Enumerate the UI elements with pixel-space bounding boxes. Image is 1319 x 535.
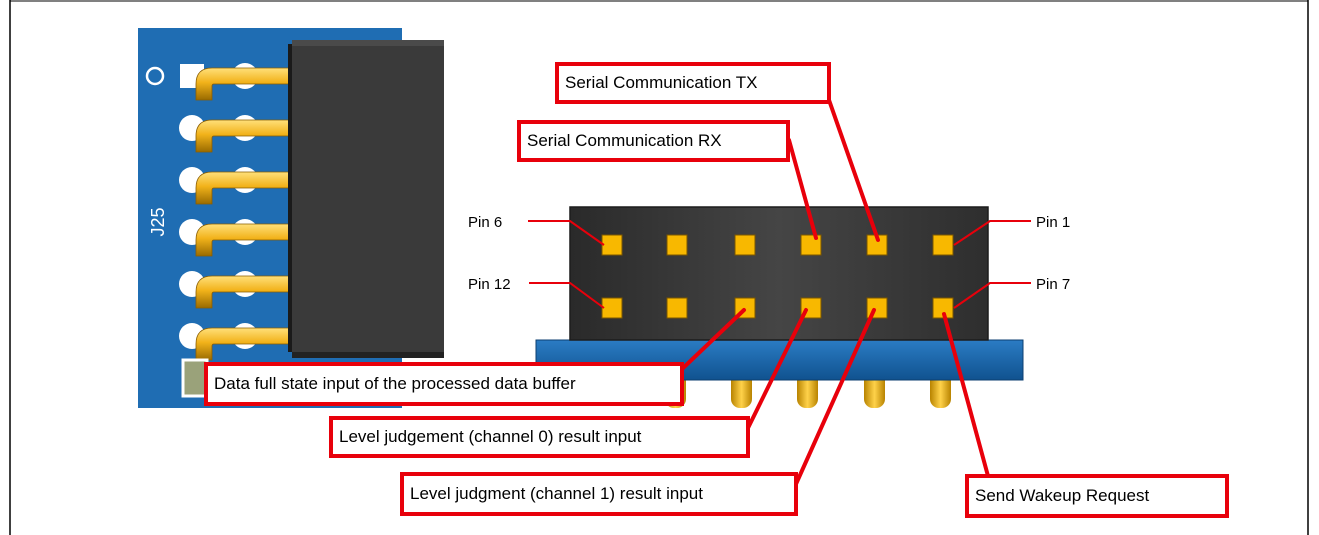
pin1-label: Pin 1: [1036, 214, 1070, 231]
tx-leader-line: [827, 98, 880, 242]
callout-level-judgment-ch1: Level judgment (channel 1) result input: [400, 472, 798, 516]
level0-leader-line: [746, 308, 808, 430]
wakeup-leader-line: [942, 312, 990, 478]
callout-serial-rx: Serial Communication RX: [517, 120, 790, 162]
pin7-label: Pin 7: [1036, 276, 1070, 293]
callout-send-wakeup-request: Send Wakeup Request: [965, 474, 1229, 518]
connector-body: [569, 206, 989, 341]
callout-leaders: [680, 98, 990, 486]
connector-pin-11: [666, 297, 688, 319]
level1-leader-line: [794, 308, 876, 486]
connector-pin-1: [932, 234, 954, 256]
pin6-leader-line: [528, 220, 605, 246]
rx-leader-line: [787, 138, 818, 240]
pcb-photo: J25: [138, 28, 444, 408]
pin12-label: Pin 12: [468, 276, 511, 293]
connector-pin-6: [601, 234, 623, 256]
callout-level-judgement-ch0: Level judgement (channel 0) result input: [329, 416, 750, 458]
connector-pin-5: [666, 234, 688, 256]
pin1-leader-line: [953, 220, 1031, 246]
data-full-leader-line: [680, 308, 746, 371]
right-angle-pins: [195, 67, 291, 361]
pin-leaders: [528, 220, 1031, 309]
callout-data-full-input: Data full state input of the processed d…: [204, 362, 684, 406]
pin1-marker-circle: [145, 66, 165, 86]
pin6-label: Pin 6: [468, 214, 502, 231]
connector-pin-4: [734, 234, 756, 256]
callout-serial-tx: Serial Communication TX: [555, 62, 831, 104]
pin12-leader-line: [529, 282, 605, 309]
silkscreen-label: J25: [148, 207, 168, 236]
connector-pin-12: [601, 297, 623, 319]
connector-pin-7: [932, 297, 954, 319]
header-housing: [292, 40, 444, 358]
pin7-leader-line: [953, 282, 1031, 309]
